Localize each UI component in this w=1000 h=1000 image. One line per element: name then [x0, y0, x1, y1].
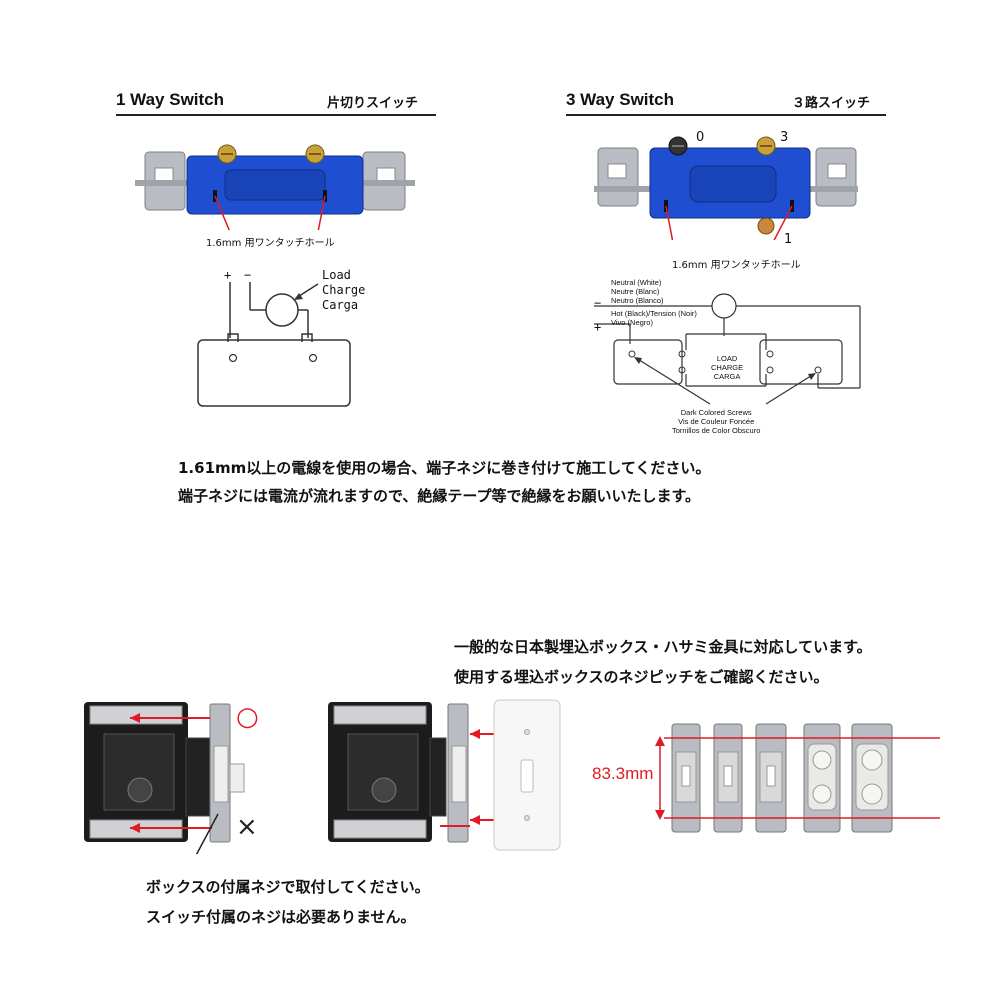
neutral-line-3: Neutro (Blanco): [611, 296, 664, 305]
pitch-comparison-photo: [655, 723, 940, 833]
pitch-label: 83.3mm: [592, 764, 654, 783]
device-outlet-2: [851, 723, 893, 833]
three-way-wiring-diagram: [594, 293, 861, 405]
wire-notes: 1.61mm以上の電線を使用の場合、端子ネジに巻き付けて施工してください。 端子…: [178, 454, 710, 510]
load-line-2: Charge: [322, 283, 366, 297]
terminal-label-0: 0: [696, 130, 705, 145]
three-way-rule: [566, 114, 886, 116]
load-line-1: Load: [322, 268, 351, 282]
three-way-switch-photo: [594, 136, 858, 240]
cover-plate-photo: [440, 699, 561, 851]
three-way-title-jp: ３路スイッチ: [792, 96, 871, 111]
one-way-load-label: Load Charge Carga: [322, 268, 365, 313]
dark-screws-label: Dark Colored Screws Vis de Couleur Foncé…: [672, 408, 760, 435]
screws-line-1: Dark Colored Screws: [680, 408, 752, 417]
screws-line-2: Vis de Couleur Foncée: [678, 417, 755, 426]
mount-notes: ボックスの付属ネジで取付してください。 スイッチ付属のネジは必要ありません。: [146, 872, 430, 932]
wire-note-1: 1.61mm以上の電線を使用の場合、端子ネジに巻き付けて施工してください。: [178, 459, 711, 477]
three-way-plus: +: [594, 320, 602, 334]
one-way-title-jp: 片切りスイッチ: [327, 96, 419, 111]
ok-mark: ○: [236, 702, 259, 732]
one-way-switch-photo: [135, 144, 415, 230]
neutral-line-1: Neutral (White): [611, 278, 662, 287]
compat-notes: 一般的な日本製埋込ボックス・ハサミ金具に対応しています。 使用する埋込ボックスの…: [454, 632, 872, 692]
compat-note-1: 一般的な日本製埋込ボックス・ハサミ金具に対応しています。: [454, 638, 872, 656]
three-way-hole-label: 1.6mm 用ワンタッチホール: [672, 260, 801, 271]
compat-note-2: 使用する埋込ボックスのネジピッチをご確認ください。: [454, 668, 829, 686]
three-way-title: 3 Way Switch: [566, 90, 675, 109]
load3-line-2: CHARGE: [711, 363, 744, 372]
hot-label: Hot (Black)/Tension (Noir) Vivo (Negro): [611, 309, 697, 327]
neutral-line-2: Neutre (Blanc): [611, 287, 660, 296]
three-way-load-label: LOAD CHARGE CARGA: [711, 354, 743, 381]
mount-note-1: ボックスの付属ネジで取付してください。: [146, 878, 430, 896]
one-way-plus: +: [224, 268, 232, 282]
load-line-3: Carga: [322, 298, 359, 312]
terminal-label-3: 3: [780, 130, 789, 145]
device-switch-2: [713, 723, 743, 833]
load3-line-1: LOAD: [716, 354, 738, 363]
hot-line-2: Vivo (Negro): [611, 318, 653, 327]
device-switch-1: [671, 723, 701, 833]
hot-line-1: Hot (Black)/Tension (Noir): [611, 309, 697, 318]
device-switch-3: [755, 723, 787, 833]
one-way-wiring-diagram: [197, 282, 351, 407]
wire-note-2: 端子ネジには電流が流れますので、絶縁テープ等で絶縁をお願いいたします。: [178, 487, 701, 505]
one-way-title: 1 Way Switch: [116, 90, 225, 109]
neutral-label: Neutral (White) Neutre (Blanc) Neutro (B…: [611, 278, 664, 305]
one-way-hole-label: 1.6mm 用ワンタッチホール: [206, 238, 335, 249]
terminal-label-1: 1: [784, 232, 793, 247]
device-outlet-1: [803, 723, 841, 833]
mount-note-2: スイッチ付属のネジは必要ありません。: [146, 908, 416, 926]
three-way-minus: −: [594, 296, 602, 310]
one-way-rule: [116, 114, 436, 116]
screws-line-3: Tornillos de Color Obscuro: [672, 426, 761, 435]
one-way-minus: −: [244, 268, 252, 282]
load3-line-3: CARGA: [713, 372, 741, 381]
ng-mark: ×: [236, 812, 258, 842]
box-mount-photo-center: [328, 702, 476, 843]
box-mount-photo-left: [84, 702, 245, 854]
